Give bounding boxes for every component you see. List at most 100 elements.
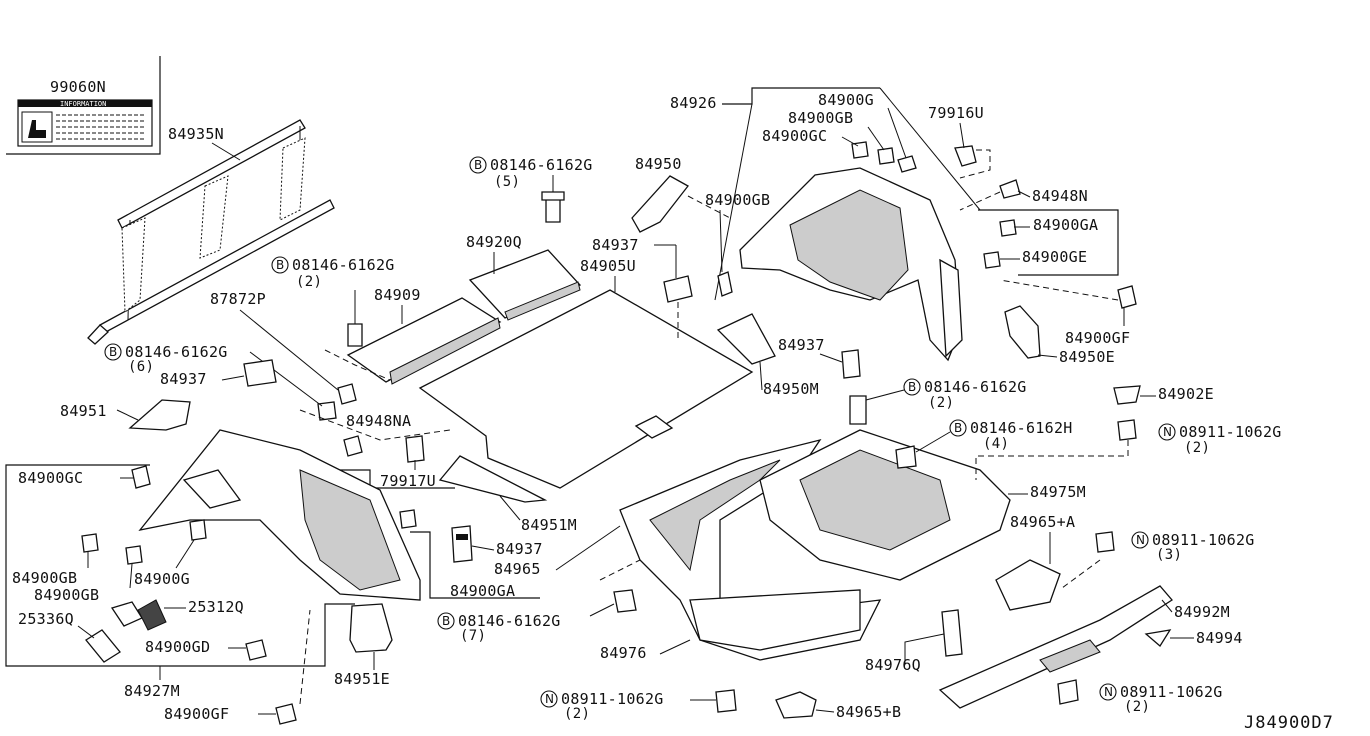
callout-84900GF-right[interactable]: 84900GF [1065, 329, 1130, 347]
cover-84951 [128, 399, 191, 431]
callout-84937-left[interactable]: 84937 [160, 370, 207, 388]
callout-84900GB-top[interactable]: 84900GB [788, 109, 853, 127]
board-84951M [438, 455, 548, 503]
clip-84900GD [245, 639, 267, 661]
clip-84900G-left [189, 519, 207, 541]
callout-84900GC-top[interactable]: 84900GC [762, 127, 827, 145]
callout-84951M[interactable]: 84951M [521, 516, 577, 534]
cover-84950M [716, 313, 776, 365]
clip-84900GB-l1 [81, 533, 99, 553]
nut-08911-1 [1117, 419, 1137, 441]
bolt-part-2[interactable]: 08146-6162G [292, 256, 395, 274]
callout-84975M[interactable]: 84975M [1030, 483, 1086, 501]
bracket-84900GA-left [399, 509, 417, 529]
callout-84992M[interactable]: 84992M [1174, 603, 1230, 621]
callout-84900GB-l2[interactable]: 84900GB [34, 586, 99, 604]
callout-84937-top[interactable]: 84937 [592, 236, 639, 254]
callout-84994[interactable]: 84994 [1196, 629, 1243, 647]
bolt-mark-6: B [442, 614, 450, 628]
hook-79917U [405, 435, 425, 463]
nut-part-4[interactable]: 08911-1062G [561, 690, 664, 708]
nut-mark-3: N [1104, 685, 1113, 699]
bracket-84965B [775, 691, 817, 719]
bolt-callout-5: B 08146-6162H (4) [949, 419, 1073, 452]
callout-84950M[interactable]: 84950M [763, 380, 819, 398]
callout-79916U[interactable]: 79916U [928, 104, 984, 122]
callout-79917U[interactable]: 79917U [380, 472, 436, 490]
nut-callout-2: N 08911-1062G (3) [1131, 531, 1255, 563]
bolt-qty-6: (7) [460, 628, 486, 644]
callout-84905U[interactable]: 84905U [580, 257, 636, 275]
bolt-mark-3: B [109, 345, 117, 359]
callout-84900GF-bottom[interactable]: 84900GF [164, 705, 229, 723]
callout-84900GA-right[interactable]: 84900GA [1033, 216, 1098, 234]
nut-qty-1: (2) [1184, 440, 1210, 456]
bolt-08146-2 [347, 323, 363, 347]
bolt-callout-6: B 08146-6162G (7) [437, 612, 561, 644]
nut-part-1[interactable]: 08911-1062G [1179, 423, 1282, 441]
callout-84948N[interactable]: 84948N [1032, 187, 1088, 205]
callout-84900GB-l1[interactable]: 84900GB [12, 569, 77, 587]
bolt-08146-5 [895, 445, 917, 469]
information-header: INFORMATION [60, 100, 106, 108]
bolt-part-5[interactable]: 08146-6162H [970, 419, 1073, 437]
callout-84965-B[interactable]: 84965+B [836, 703, 901, 721]
callout-84950E[interactable]: 84950E [1059, 348, 1115, 366]
floor-board-84909 [346, 297, 502, 385]
callout-84937-mid[interactable]: 84937 [778, 336, 825, 354]
rear-floor-84976 [619, 438, 882, 661]
bolt-08146-3 [317, 401, 337, 421]
clip-84900GB-l2 [125, 545, 143, 565]
nut-part-2[interactable]: 08911-1062G [1152, 531, 1255, 549]
nut-callout-1: N 08911-1062G (2) [1158, 423, 1282, 456]
callout-84927M[interactable]: 84927M [124, 682, 180, 700]
nut-part-3[interactable]: 08911-1062G [1120, 683, 1223, 701]
callout-84900GA-left[interactable]: 84900GA [450, 582, 515, 600]
callout-84900GE[interactable]: 84900GE [1022, 248, 1087, 266]
callout-84937-bottom[interactable]: 84937 [496, 540, 543, 558]
hook-84937-top [663, 275, 693, 303]
callout-84909[interactable]: 84909 [374, 286, 421, 304]
callout-84900GC-left[interactable]: 84900GC [18, 469, 83, 487]
bolt-part-1[interactable]: 08146-6162G [490, 156, 593, 174]
callout-84900G-left[interactable]: 84900G [134, 570, 190, 588]
callout-84900GB-mid[interactable]: 84900GB [705, 191, 770, 209]
clip-84948NA [343, 435, 363, 457]
bolt-mark-1: B [474, 158, 482, 172]
callout-84900GD[interactable]: 84900GD [145, 638, 210, 656]
callout-84950[interactable]: 84950 [635, 155, 682, 173]
callout-84976Q[interactable]: 84976Q [865, 656, 921, 674]
part-84948N [999, 179, 1021, 199]
bolt-part-3[interactable]: 08146-6162G [125, 343, 228, 361]
bolt-part-6[interactable]: 08146-6162G [458, 612, 561, 630]
callout-84965-A[interactable]: 84965+A [1010, 513, 1075, 531]
nut-mark-1: N [1163, 425, 1172, 439]
callout-87872P[interactable]: 87872P [210, 290, 266, 308]
cap-87872P [337, 383, 357, 405]
callout-84926[interactable]: 84926 [670, 94, 717, 112]
clip-84902E [1113, 385, 1141, 405]
callout-84948NA[interactable]: 84948NA [346, 412, 411, 430]
callout-84902E[interactable]: 84902E [1158, 385, 1214, 403]
bracket-84965A [995, 559, 1061, 611]
floor-board-84905U [418, 289, 754, 489]
floor-board-84920Q [468, 249, 582, 321]
bolt-part-4[interactable]: 08146-6162G [924, 378, 1027, 396]
cover-84950 [631, 175, 689, 233]
callout-84920Q[interactable]: 84920Q [466, 233, 522, 251]
callout-84935N[interactable]: 84935N [168, 125, 224, 143]
clip-84900GB-mid [717, 271, 733, 297]
callout-84951[interactable]: 84951 [60, 402, 107, 420]
callout-84976[interactable]: 84976 [600, 644, 647, 662]
callout-25312Q[interactable]: 25312Q [188, 598, 244, 616]
callout-84951E[interactable]: 84951E [334, 670, 390, 688]
callout-84900G-top[interactable]: 84900G [818, 91, 874, 109]
bolt-callout-2: B 08146-6162G (2) [271, 256, 395, 290]
bolt-08146-4 [849, 395, 867, 425]
callout-99060N[interactable]: 99060N [50, 78, 106, 96]
callout-84965[interactable]: 84965 [494, 560, 541, 578]
nut-callout-4: N 08911-1062G (2) [540, 690, 664, 722]
callout-25336Q[interactable]: 25336Q [18, 610, 74, 628]
nut-mark-4: N [545, 692, 554, 706]
